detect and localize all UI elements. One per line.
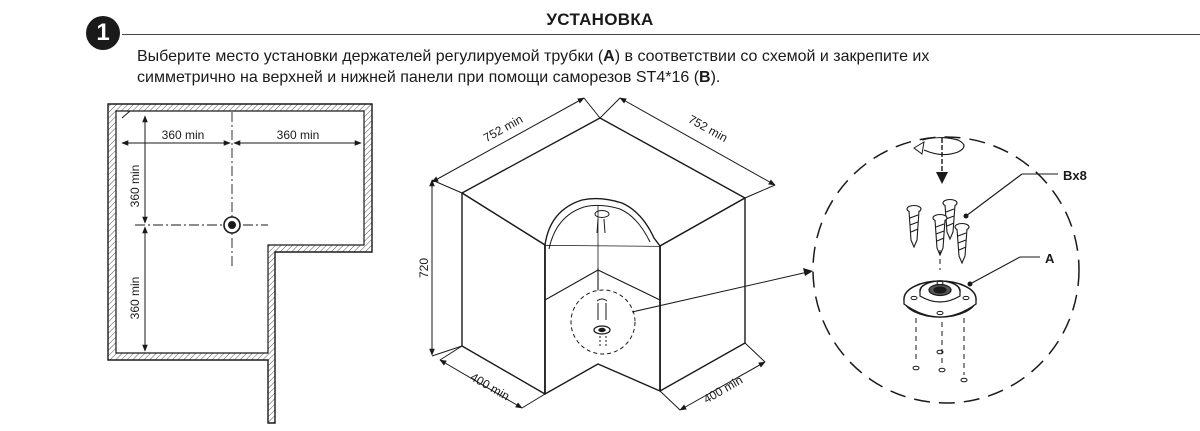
cabinet-inner-shelf — [544, 269, 661, 301]
down-arrow-icon — [936, 172, 948, 184]
cabinet-top-holder — [594, 210, 610, 218]
instruction-line-1: Выберите место установки держателей регу… — [137, 48, 930, 65]
cabinet-arch-inner — [548, 204, 651, 250]
tube-holder — [903, 280, 977, 318]
plan-dim-label-left-bottom: 360 min — [128, 277, 142, 320]
instruction-text: Выберите место установки держателей регу… — [137, 46, 1187, 88]
iso-dim-line-top-right — [619, 97, 776, 186]
iso-dim-label-top-left: 752 min — [481, 112, 525, 145]
iso-dim-label-top-right: 752 min — [686, 112, 730, 145]
screw-icon — [954, 222, 970, 265]
iso-dim-label-height: 720 — [417, 258, 431, 278]
step-number-badge: 1 — [86, 16, 120, 50]
detail-view — [812, 136, 1080, 404]
plan-dim-label-left-top: 360 min — [128, 165, 142, 208]
isometric-cabinet — [461, 117, 813, 395]
iso-dim-label-bottom-left: 400 min — [468, 370, 512, 403]
plan-dim-label-top-left: 360 min — [162, 128, 205, 142]
rotate-arrow-icon — [921, 137, 965, 156]
hole-mark — [938, 367, 946, 373]
section-title: УСТАНОВКА — [546, 10, 654, 29]
cabinet-detail-leader — [631, 271, 809, 313]
hole-mark — [912, 365, 920, 371]
iso-dim-line-bottom-left — [439, 359, 523, 409]
plan-corner-tab — [116, 110, 132, 119]
cabinet-arch — [544, 197, 661, 247]
detail-dashed-circle — [812, 136, 1080, 404]
instruction-line-2: симметрично на верхней и нижней панели п… — [137, 69, 721, 86]
iso-dim-label-bottom-right: 400 min — [701, 373, 745, 406]
screw-group — [906, 198, 970, 265]
hole-mark — [960, 377, 968, 383]
iso-dim-line-bottom-right — [679, 361, 766, 411]
iso-dimensions — [429, 97, 776, 411]
screw-icon — [932, 213, 948, 257]
cabinet-detail-circle — [570, 289, 636, 355]
leader-holder — [969, 256, 1021, 285]
plan-holder-center — [228, 221, 236, 229]
iso-dim-line-top-left — [431, 97, 585, 183]
plan-dim-label-top-right: 360 min — [277, 128, 320, 142]
hole-mark — [936, 349, 944, 355]
title-divider — [122, 34, 1200, 35]
cabinet-bottom-holder — [593, 325, 611, 335]
plan-view — [107, 103, 373, 424]
screw-icon — [906, 204, 922, 249]
label-holder: A — [1045, 251, 1055, 266]
plan-panel-inner — [115, 110, 365, 354]
label-screws: Bx8 — [1063, 168, 1087, 183]
leader-screws — [965, 173, 1023, 217]
